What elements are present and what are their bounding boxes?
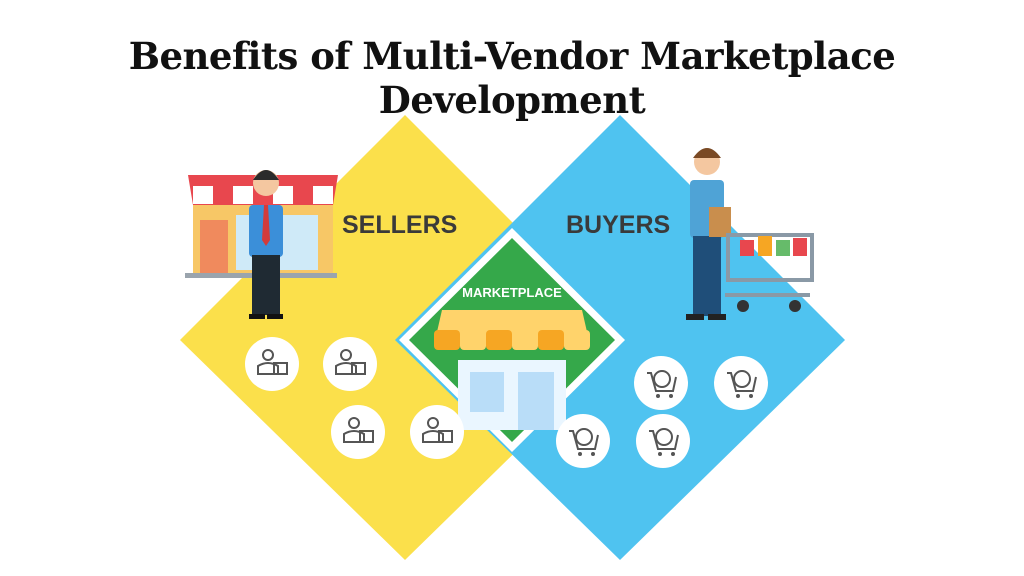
buyer-person-icon — [686, 148, 731, 320]
marketplace-diamond: MARKETPLACE — [399, 228, 625, 452]
buyer-cart-icon — [556, 414, 610, 468]
buyer-cart-icon — [636, 414, 690, 468]
buyer-cart-icon — [634, 356, 688, 410]
buyer-cart-icon — [714, 356, 768, 410]
seller-icon — [323, 337, 377, 391]
buyers-label: BUYERS — [566, 211, 670, 239]
awning-icon — [434, 310, 590, 350]
marketplace-label: MARKETPLACE — [462, 285, 562, 300]
sellers-label: SELLERS — [342, 211, 457, 239]
seller-icon — [331, 405, 385, 459]
shopping-cart-icon — [725, 233, 814, 312]
buyer-illustration — [686, 148, 814, 320]
seller-icon — [245, 337, 299, 391]
page-title: Benefits of Multi-Vendor Marketplace Dev… — [128, 34, 896, 122]
seller-person-icon — [249, 170, 283, 319]
seller-icon — [410, 405, 464, 459]
seller-shop-illustration — [185, 170, 338, 319]
